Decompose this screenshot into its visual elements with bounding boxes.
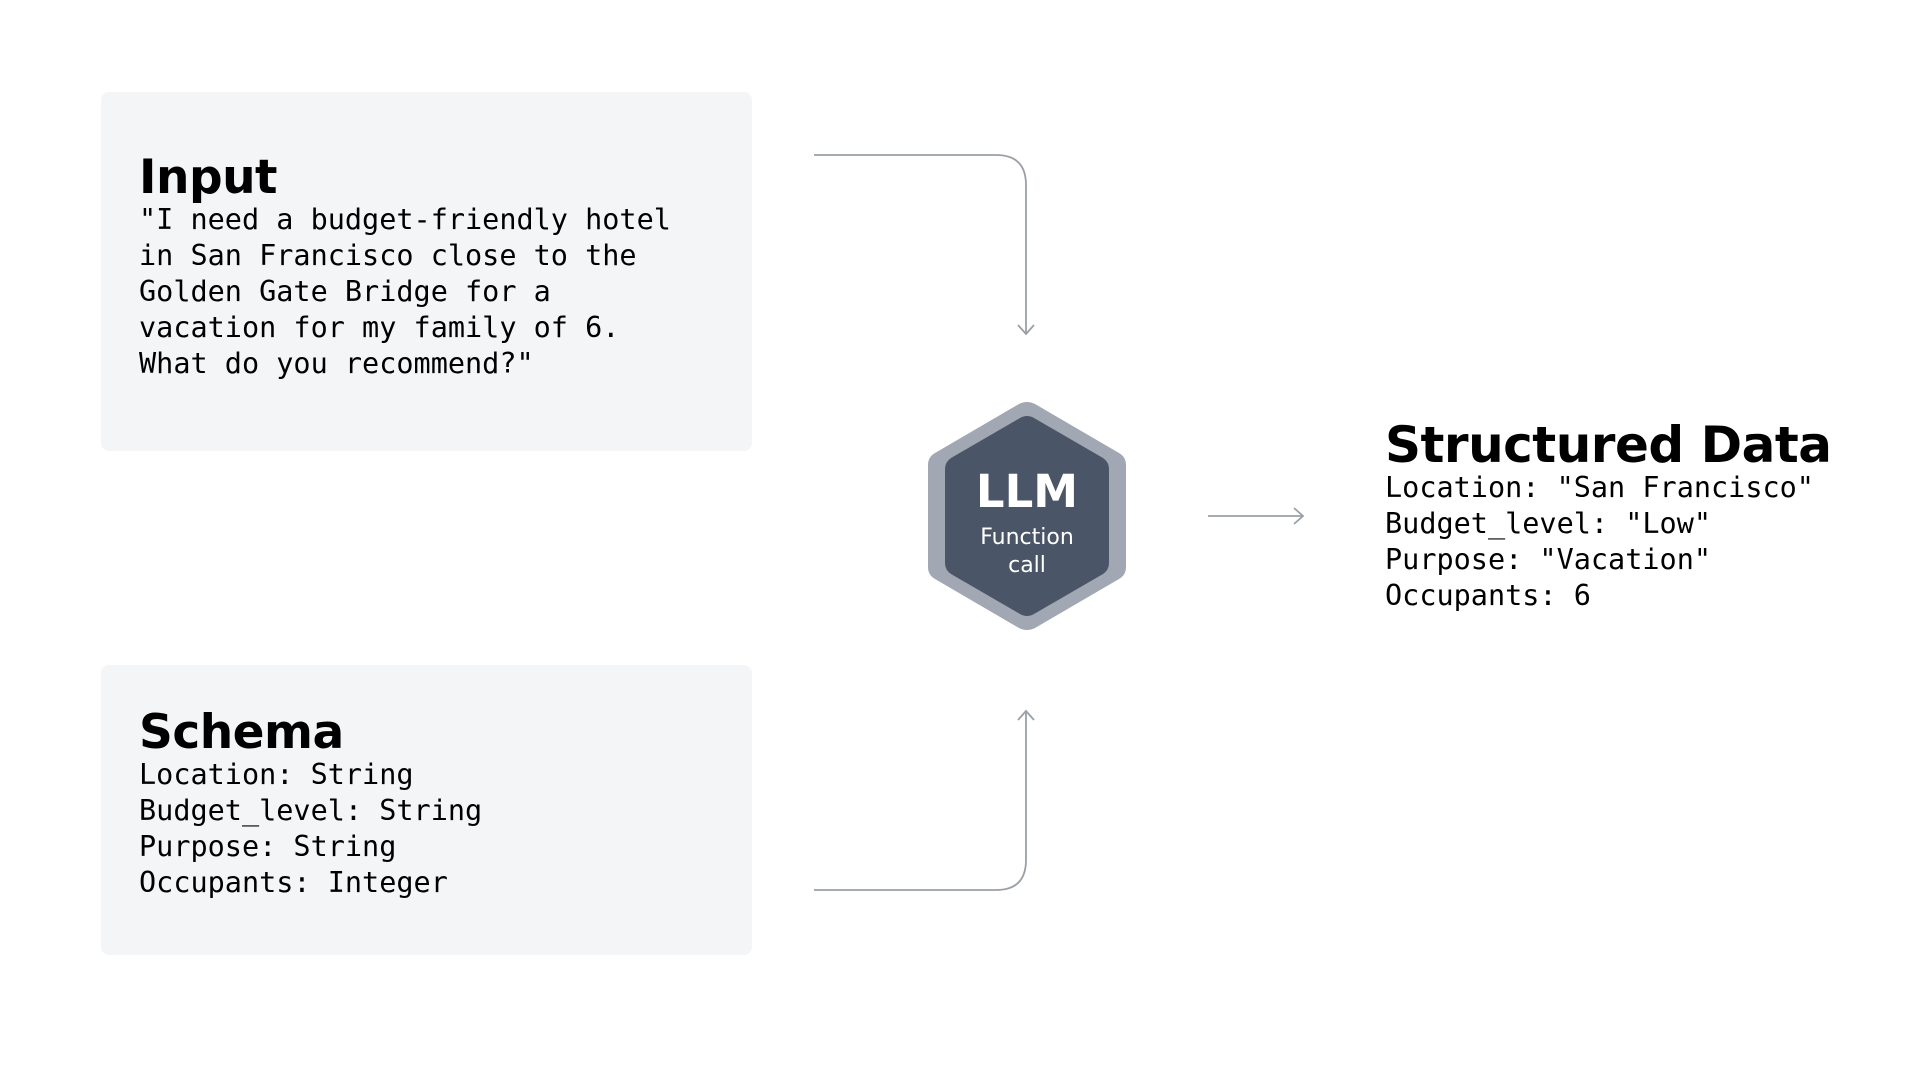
- input-title: Input: [139, 150, 278, 205]
- input-text: "I need a budget-friendly hotel in San F…: [139, 202, 714, 382]
- input-line: vacation for my family of 6.: [139, 311, 620, 344]
- input-arrowhead: [1017, 324, 1035, 336]
- llm-title: LLM: [975, 465, 1079, 518]
- llm-subtitle: Function call: [972, 524, 1082, 580]
- schema-arrowhead: [1017, 709, 1035, 721]
- output-fields: Location: "San Francisco" Budget_level: …: [1385, 470, 1831, 614]
- structured-data-output: Structured Data Location: "San Francisco…: [1385, 416, 1832, 614]
- schema-title: Schema: [139, 705, 344, 760]
- schema-fields: Location: String Budget_level: String Pu…: [139, 757, 714, 901]
- input-line: in San Francisco close to the: [139, 239, 637, 272]
- input-line: Golden Gate Bridge for a: [139, 275, 551, 308]
- schema-to-llm-connector: [814, 712, 1027, 891]
- llm-subtitle-line: Function: [980, 525, 1074, 550]
- schema-card: Schema Location: String Budget_level: St…: [101, 665, 752, 955]
- schema-field: Purpose: String: [139, 830, 397, 863]
- output-title: Structured Data: [1385, 416, 1832, 474]
- input-line: What do you recommend?": [139, 347, 534, 380]
- schema-field: Occupants: Integer: [139, 866, 448, 899]
- schema-field: Location: String: [139, 758, 414, 791]
- output-field: Purpose: "Vacation": [1385, 543, 1712, 576]
- output-field: Budget_level: "Low": [1385, 507, 1712, 540]
- input-line: "I need a budget-friendly hotel: [139, 203, 671, 236]
- hexagon-icon: [928, 402, 1126, 630]
- hexagon-inner: [945, 416, 1109, 616]
- output-field: Occupants: 6: [1385, 579, 1591, 612]
- input-to-llm-connector: [814, 154, 1027, 333]
- llm-hexagon-node: LLM Function call: [925, 400, 1129, 632]
- output-arrowhead: [1293, 507, 1305, 525]
- input-card: Input "I need a budget-friendly hotel in…: [101, 92, 752, 451]
- output-field: Location: "San Francisco": [1385, 471, 1814, 504]
- llm-subtitle-line: call: [1008, 553, 1046, 578]
- schema-field: Budget_level: String: [139, 794, 483, 827]
